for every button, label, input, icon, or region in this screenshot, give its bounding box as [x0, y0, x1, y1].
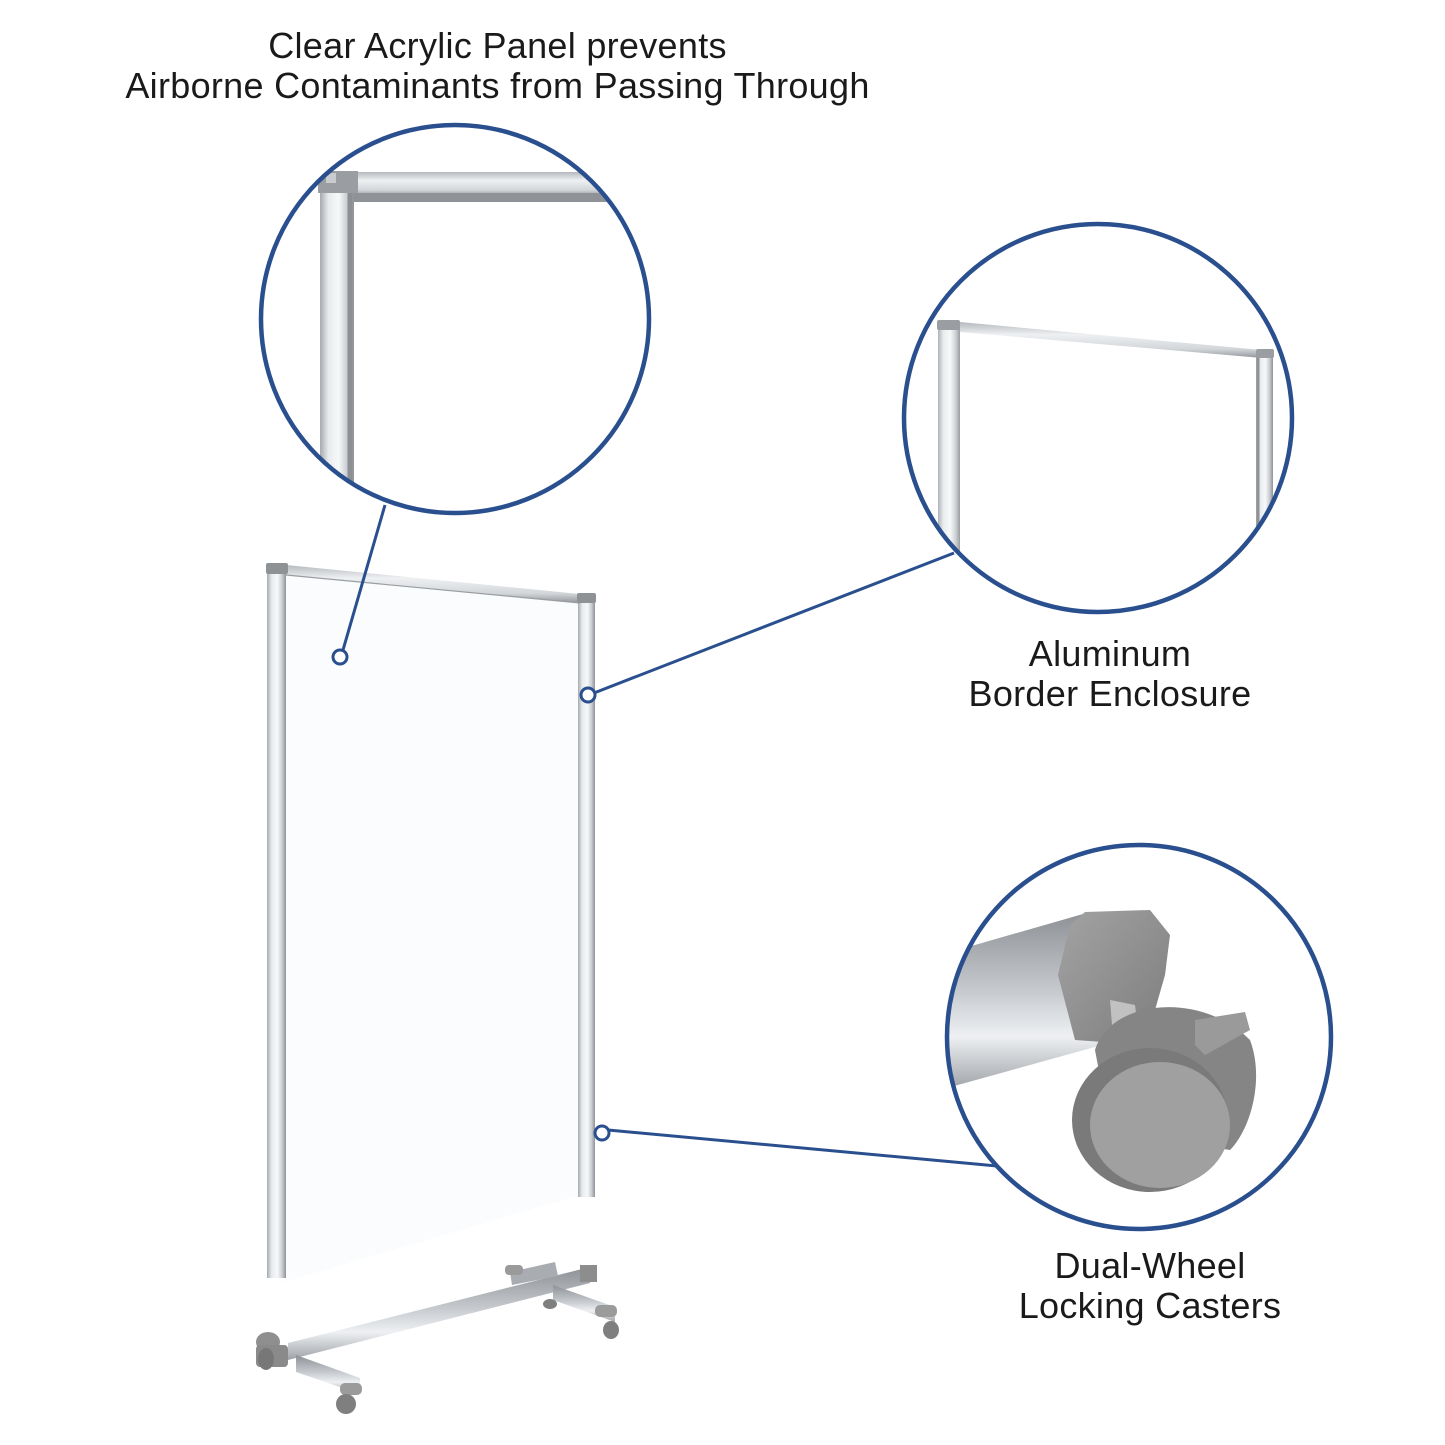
caption-border-line-2: Border Enclosure — [968, 673, 1252, 714]
right-foot — [505, 1262, 619, 1339]
caption-acrylic-line-2: Airborne Contaminants from Passing Throu… — [125, 65, 870, 106]
caster-wheel-closeup-icon — [947, 910, 1257, 1192]
caption-locking-casters: Dual-Wheel Locking Casters — [950, 1246, 1350, 1326]
caption-acrylic-line-1: Clear Acrylic Panel prevents — [268, 25, 727, 66]
leader-line-border — [593, 551, 955, 695]
leader-line-casters — [607, 1128, 998, 1168]
left-foot — [256, 1332, 362, 1414]
anchor-dot-border — [579, 686, 597, 704]
callout-circle-casters — [944, 842, 1334, 1232]
caption-casters-line-1: Dual-Wheel — [1054, 1245, 1246, 1286]
leader-line-acrylic — [341, 504, 387, 651]
leader-lines — [341, 504, 998, 1168]
divider-panel-product — [256, 563, 619, 1414]
anchor-dot-acrylic — [331, 648, 349, 666]
callout-circle-border — [901, 221, 1295, 615]
caption-aluminum-border: Aluminum Border Enclosure — [910, 634, 1310, 714]
callout-circle-acrylic — [258, 122, 652, 516]
caption-border-line-1: Aluminum — [1028, 633, 1192, 674]
caption-acrylic-panel: Clear Acrylic Panel prevents Airborne Co… — [40, 26, 955, 106]
anchor-dots — [331, 648, 611, 1142]
caption-casters-line-2: Locking Casters — [1018, 1285, 1282, 1326]
anchor-dot-casters — [593, 1124, 611, 1142]
